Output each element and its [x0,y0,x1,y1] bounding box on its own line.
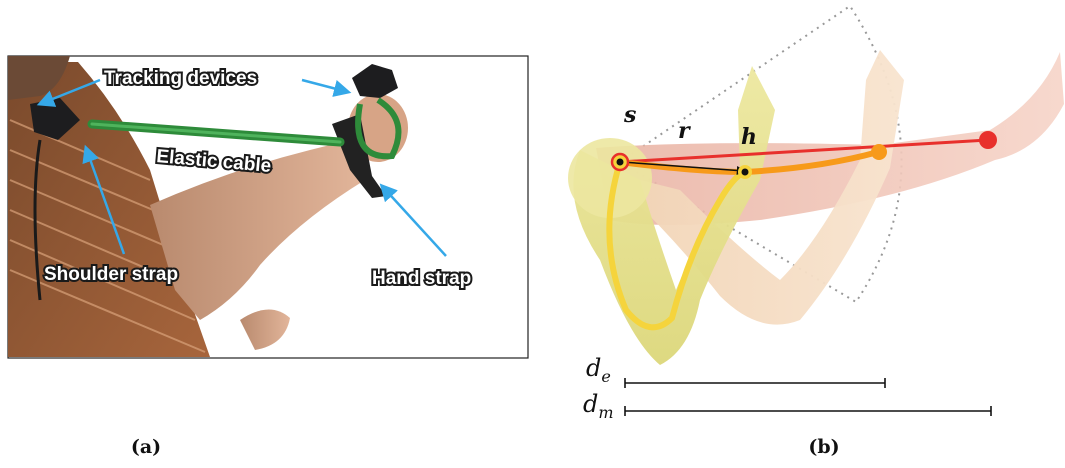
svg-text:dm: dm [583,390,614,422]
scale-bar-de: de [586,354,885,388]
caption-a: (a) [116,436,176,458]
scale-bar-dm-symbol: d [583,390,598,418]
scale-bar-dm: dm [583,390,991,422]
panel-b-illustration: s r h de dm [568,6,1064,422]
panel-a-photo: Tracking devices Elastic cable Shoulder … [8,56,528,358]
point-orange-end [871,144,887,160]
point-s [617,159,624,166]
point-red-end [979,131,997,149]
label-h: h [741,124,757,150]
label-tracking-devices: Tracking devices [104,68,257,89]
scale-bar-dm-subscript: m [598,403,613,422]
scale-bar-de-symbol: d [586,354,601,382]
scale-bar-de-subscript: e [601,367,610,386]
label-s: s [623,102,636,128]
svg-text:de: de [586,354,611,386]
label-r: r [678,118,691,144]
point-h [742,169,749,176]
label-shoulder-strap: Shoulder strap [44,264,178,285]
label-hand-strap: Hand strap [372,268,471,289]
caption-b: (b) [794,436,854,458]
